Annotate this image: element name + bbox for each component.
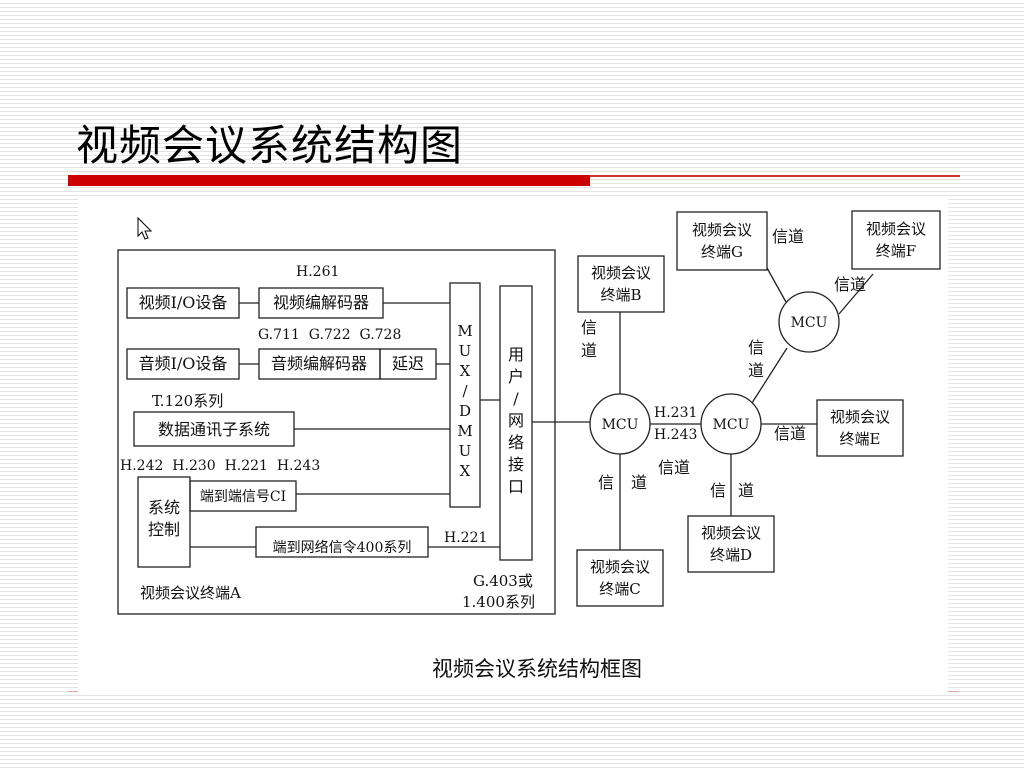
bottom-left-mark bbox=[68, 691, 78, 692]
h221-label: H.221 bbox=[444, 530, 487, 546]
user-net-char: 口 bbox=[508, 477, 524, 496]
sys-ctrl-std-label: H.242 H.230 H.221 H.243 bbox=[120, 458, 320, 474]
channel-mcu3-char2: 道 bbox=[748, 361, 764, 380]
channel-g-label: 信道 bbox=[772, 227, 804, 246]
terminal-c-box bbox=[576, 549, 664, 607]
channel-c-char2: 道 bbox=[631, 473, 647, 492]
data-comm-label: 数据通讯子系统 bbox=[158, 420, 270, 439]
terminal-b-box bbox=[577, 255, 665, 313]
terminal-c-label-line2: 终端C bbox=[599, 580, 640, 598]
mcu-3-node bbox=[778, 291, 840, 353]
sys-ctrl-label-line2: 控制 bbox=[148, 520, 180, 539]
audio-std-label: G.711 G.722 G.728 bbox=[258, 327, 401, 343]
t120-label: T.120系列 bbox=[152, 392, 223, 410]
net-signal-label: 端到网络信令400系列 bbox=[273, 540, 412, 556]
mux-char: X bbox=[460, 362, 471, 380]
ci-box bbox=[189, 480, 297, 512]
terminal-d-label-line1: 视频会议 bbox=[701, 524, 761, 542]
terminal-e-label-line1: 视频会议 bbox=[830, 408, 890, 426]
user-net-char: 络 bbox=[508, 433, 524, 452]
sys-ctrl-box bbox=[137, 476, 191, 568]
user-net-char: 用 bbox=[508, 345, 524, 364]
h231-label: H.231 bbox=[654, 405, 697, 421]
terminal-g-label-line1: 视频会议 bbox=[692, 221, 752, 239]
channel-c-char1: 信 bbox=[598, 473, 614, 492]
terminal-a-frame bbox=[117, 249, 556, 615]
mux-box bbox=[449, 282, 481, 508]
audio-codec-label: 音频编解码器 bbox=[271, 354, 367, 373]
page-title: 视频会议系统结构图 bbox=[76, 121, 464, 170]
g403-label-line2: 1.400系列 bbox=[462, 593, 535, 611]
terminal-g-box bbox=[676, 211, 768, 271]
structure-diagram: H.261 视频I/O设备 视频编解码器 G.711 G.722 G.728 音… bbox=[117, 210, 941, 681]
h243-label: H.243 bbox=[654, 427, 697, 443]
terminal-f-label-line2: 终端F bbox=[876, 242, 916, 260]
net-signal-box bbox=[255, 526, 429, 558]
mux-char: X bbox=[460, 462, 471, 480]
video-codec-label: 视频编解码器 bbox=[273, 293, 369, 312]
title-underline-red bbox=[68, 175, 590, 186]
terminal-g-label-line2: 终端G bbox=[701, 243, 743, 261]
diagram-caption: 视频会议系统结构框图 bbox=[432, 657, 642, 681]
channel-b-char1: 信 bbox=[581, 318, 597, 337]
delay-label: 延迟 bbox=[392, 354, 424, 373]
terminal-d-box bbox=[687, 515, 775, 573]
ci-label: 端到端信号CI bbox=[200, 489, 286, 505]
user-net-label: 用 户 / 网 络 接 口 bbox=[508, 345, 524, 496]
sys-ctrl-label-line1: 系统 bbox=[148, 498, 180, 517]
audio-io-label: 音频I/O设备 bbox=[139, 354, 228, 373]
title-underline-thin bbox=[590, 175, 960, 177]
terminal-f-box bbox=[851, 210, 941, 270]
user-net-char: 接 bbox=[508, 455, 524, 474]
mcu-2-label: MCU bbox=[713, 417, 750, 433]
video-io-label: 视频I/O设备 bbox=[139, 293, 228, 312]
mcu-1-label: MCU bbox=[602, 417, 639, 433]
mux-char: M bbox=[457, 422, 472, 440]
bottom-right-mark bbox=[948, 691, 958, 692]
terminal-b-label-line2: 终端B bbox=[600, 286, 641, 304]
channel-b-char2: 道 bbox=[581, 341, 597, 360]
mouse-cursor-icon bbox=[137, 216, 153, 240]
mux-char: D bbox=[459, 402, 471, 420]
terminal-a-label: 视频会议终端A bbox=[140, 584, 241, 602]
terminal-c-label-line1: 视频会议 bbox=[590, 558, 650, 576]
structure-diagram-figure: H.261 视频I/O设备 视频编解码器 G.711 G.722 G.728 音… bbox=[78, 196, 948, 692]
channel-mcu3-char1: 信 bbox=[748, 338, 764, 357]
terminal-e-box bbox=[816, 399, 904, 457]
mcu-3-label: MCU bbox=[791, 315, 828, 331]
channel-d-char1: 信 bbox=[710, 481, 726, 500]
mux-char: / bbox=[462, 382, 468, 400]
g403-label-line1: G.403或 bbox=[473, 572, 533, 590]
mux-char: U bbox=[459, 342, 472, 360]
h261-label: H.261 bbox=[296, 264, 339, 280]
channel-e-label: 信道 bbox=[774, 424, 806, 443]
user-net-box bbox=[499, 285, 533, 561]
user-net-char: / bbox=[513, 389, 519, 408]
mux-char: M bbox=[457, 322, 472, 340]
user-net-char: 户 bbox=[508, 367, 524, 386]
channel-mcu-label: 信道 bbox=[658, 458, 690, 477]
terminal-e-label-line2: 终端E bbox=[840, 430, 881, 448]
channel-d-char2: 道 bbox=[738, 481, 754, 500]
terminal-b-label-line1: 视频会议 bbox=[591, 264, 651, 282]
terminal-d-label-line2: 终端D bbox=[710, 546, 752, 564]
terminal-f-label-line1: 视频会议 bbox=[866, 220, 926, 238]
mux-dmux-label: M U X / D M U X bbox=[457, 322, 472, 480]
user-net-char: 网 bbox=[508, 411, 524, 430]
channel-f-label: 信道 bbox=[834, 275, 866, 294]
mux-char: U bbox=[459, 442, 472, 460]
